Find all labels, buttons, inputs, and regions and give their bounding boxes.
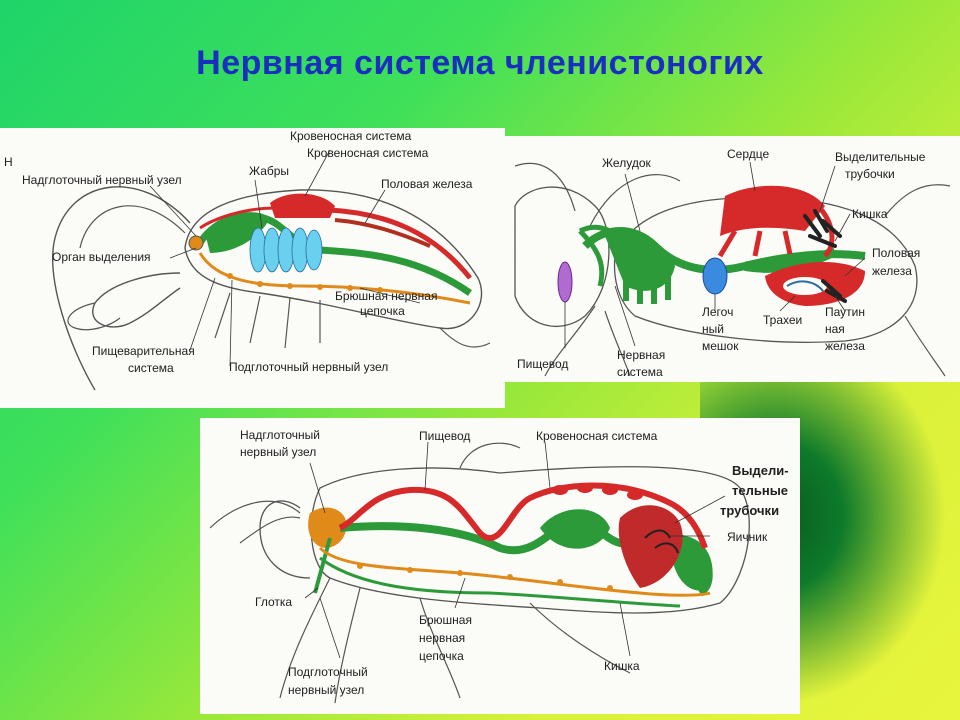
label-nadgl-2: нервный узел — [240, 445, 317, 459]
label-kishka: Кишка — [604, 659, 640, 673]
label-krov: Кровеносная система — [536, 429, 658, 443]
label-glotka: Глотка — [255, 595, 293, 609]
page-title: Нервная система членистоногих — [196, 44, 764, 82]
label-pishevod: Пищевод — [419, 429, 471, 443]
label-legoch-2: ный — [702, 322, 724, 336]
label-nerv-2: система — [617, 365, 663, 379]
label-trahei: Трахеи — [763, 313, 803, 327]
label-vydel-2: тельные — [732, 483, 789, 498]
label-legoch-3: мешок — [702, 339, 739, 353]
label-krov-1: Кровеносная система — [290, 129, 412, 143]
label-kishka: Кишка — [852, 207, 888, 221]
label-pishevod: Пищевод — [517, 357, 569, 371]
label-podgl: Подглоточный нервный узел — [229, 360, 389, 374]
label-pautin-1: Паутин — [825, 305, 865, 319]
label-vydel-2: трубочки — [845, 167, 895, 181]
label-serdce: Сердце — [727, 147, 770, 161]
label-legoch-1: Легоч — [702, 305, 734, 319]
label-polov-1: Половая — [872, 246, 921, 260]
label-vydel-3: трубочки — [720, 503, 780, 518]
label-podgl-1: Подглоточный — [288, 665, 368, 679]
label-bryush-1: Брюшная нервная — [335, 289, 438, 303]
insect-drawing — [209, 441, 750, 704]
label-yaichnik: Яичник — [727, 530, 768, 544]
label-pautin-2: ная — [825, 322, 845, 336]
label-pish-1: Пищеварительная — [92, 344, 195, 358]
label-bryush-1: Брюшная — [419, 613, 472, 627]
label-corner: Н — [4, 155, 13, 169]
label-bryush-3: цепочка — [419, 649, 464, 663]
label-pish-2: система — [128, 361, 174, 375]
label-bryush-2: цепочка — [360, 304, 405, 318]
label-nadgl-1: Надглоточный — [240, 428, 320, 442]
label-organ: Орган выделения — [52, 250, 151, 264]
crayfish-drawing — [52, 149, 491, 391]
label-nerv-1: Нервная — [617, 348, 666, 362]
label-nadgl: Надглоточный нервный узел — [22, 173, 182, 187]
label-pautin-3: железа — [825, 339, 865, 353]
label-bryush-2: нервная — [419, 631, 466, 645]
label-polovaya: Половая железа — [381, 177, 473, 191]
label-vydel-1: Выделительные — [835, 150, 926, 164]
crayfish-diagram: Н Кровеносная система Кровеносная систем… — [0, 128, 505, 408]
insect-diagram: Надглоточный нервный узел Пищевод Кровен… — [200, 418, 800, 714]
spider-drawing — [514, 161, 951, 377]
label-polov-2: железа — [872, 264, 912, 278]
label-podgl-2: нервный узел — [288, 683, 365, 697]
label-zhabry: Жабры — [249, 164, 290, 178]
spider-diagram: Желудок Сердце Выделительные трубочки Ки… — [505, 136, 960, 382]
label-krov-2: Кровеносная система — [307, 146, 429, 160]
label-zheludok: Желудок — [602, 156, 651, 170]
label-vydel-1: Выдели- — [732, 463, 789, 478]
